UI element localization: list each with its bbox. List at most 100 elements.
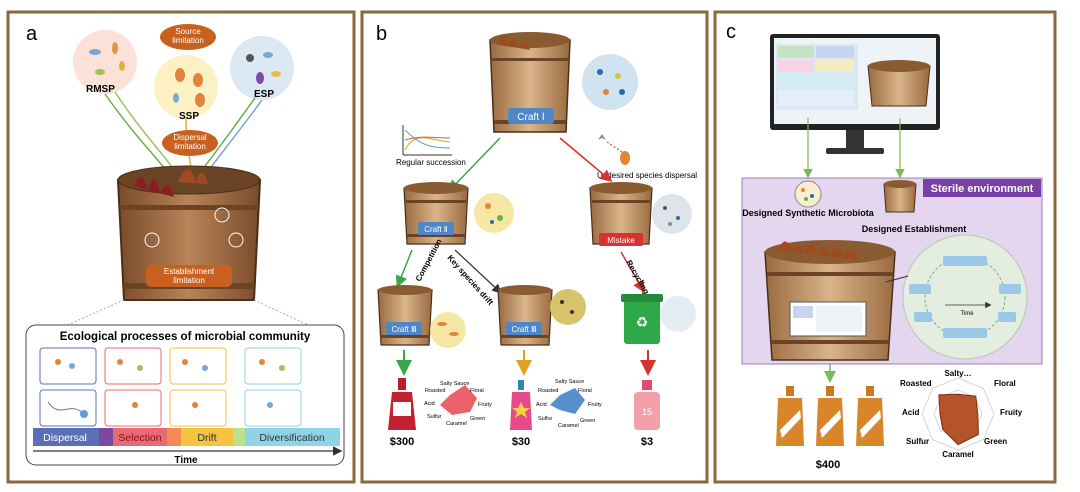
panel-b: b Craft Ⅰ Regular succession — [360, 10, 709, 484]
radar-c-label-7: Roasted — [900, 379, 932, 388]
radar-high: Salty Sauce Floral Fruity Green Caramel … — [424, 381, 492, 427]
bottles-c — [776, 386, 884, 446]
rmsp-circle — [73, 30, 137, 94]
craft2-label: Craft Ⅱ — [424, 225, 448, 234]
time-label-a: Time — [174, 455, 198, 466]
barrel-mistake — [589, 182, 653, 245]
radar-mid: Salty Sauce Floral Fruity Green Caramel … — [536, 379, 602, 429]
ssp-circle — [154, 55, 218, 119]
radar-c-grid-ring — [921, 377, 995, 451]
dispersal-limitation-badge — [162, 130, 218, 156]
craft1-microbe-dots — [597, 69, 625, 95]
sterile-environment-label: Sterile environment — [931, 183, 1034, 195]
craft3a-microbes — [430, 312, 466, 348]
radar-mid-label-5: Sulfur — [538, 416, 553, 422]
mistake-badge — [599, 233, 643, 246]
mistake-microbes — [652, 194, 692, 234]
community-control-circle — [902, 234, 1028, 360]
bottle-mid — [510, 380, 532, 430]
panel-b-letter: b — [376, 23, 387, 45]
craft3a-microbe-dots — [437, 322, 459, 336]
connector-to-control — [885, 275, 909, 283]
radar-c-label-3: Green — [984, 437, 1007, 446]
ssp-label: SSP — [179, 111, 199, 122]
control-time-label: Time — [960, 311, 974, 317]
craft3b-microbe-dots — [560, 300, 574, 314]
radar-high-label-2: Fruity — [478, 402, 492, 408]
community-title: Ecological processes of microbial commun… — [60, 331, 311, 343]
radar-high-label-4: Caramel — [446, 421, 467, 427]
designed-microbiota-label: Designed Synthetic Microbiota — [742, 208, 875, 218]
arrow-to-mistake — [559, 137, 613, 182]
radar-c-label-1: Floral — [994, 379, 1016, 388]
craft3a-badge — [386, 322, 422, 335]
craft2-badge — [418, 222, 454, 235]
sterile-environment-badge — [923, 179, 1041, 197]
mistake-label: Mistake — [607, 236, 635, 245]
craft3a-label: Craft Ⅲ — [391, 325, 416, 334]
craft2-microbe-dots — [485, 203, 503, 224]
recycling-bin: ♻ — [621, 294, 663, 344]
radar-high-label-1: Floral — [470, 388, 484, 394]
bar-label-dispersal: Dispersal — [43, 432, 87, 444]
barrel-c — [764, 240, 896, 361]
establishment-limitation-badge — [146, 265, 232, 287]
bottle-low: 15 — [634, 380, 660, 430]
radar-high-label-3: Green — [470, 416, 485, 422]
radar-mid-label-3: Green — [580, 418, 595, 424]
community-mini-panels — [39, 347, 302, 427]
price-c: $400 — [816, 459, 840, 471]
control-nodes — [909, 256, 1021, 338]
arrow-to-craft2 — [447, 137, 501, 193]
craft1-label: Craft Ⅰ — [517, 112, 544, 123]
radar-high-label-7: Roasted — [425, 388, 446, 394]
panel-c-letter: c — [726, 21, 736, 43]
radar-c — [921, 377, 995, 451]
radar-high-label-6: Acid — [424, 401, 435, 407]
designed-establishment-label: Designed Establishment — [862, 224, 967, 234]
rmsp-label: RMSP — [86, 84, 115, 95]
craft3b-badge — [506, 322, 542, 335]
svg-text:15: 15 — [642, 407, 652, 417]
small-barrel-c — [883, 180, 917, 213]
bar-label-drift: Drift — [197, 432, 216, 444]
microbiota-icon — [794, 180, 822, 208]
esp-label: ESP — [254, 89, 274, 100]
undesired-dispersal-label: Undesired species dispersal — [597, 171, 697, 180]
craft1-microbes — [582, 54, 638, 110]
arrow-competition — [395, 249, 413, 288]
radar-c-label-5: Sulfur — [906, 437, 929, 446]
radar-mid-label-4: Caramel — [558, 423, 579, 429]
succession-graph — [402, 125, 452, 156]
radar-c-area — [938, 393, 979, 446]
arrow-key-drift — [454, 249, 502, 294]
radar-mid-label-2: Fruity — [588, 402, 602, 408]
microbe-decorations — [89, 42, 281, 107]
bottle-high — [388, 378, 416, 430]
panel-c: c Sterile environment Designed Synthetic… — [713, 10, 1057, 484]
bar-label-diversification: Diversification — [259, 432, 325, 444]
bar-label-selection: Selection — [118, 432, 161, 444]
radar-high-label-0: Salty Sauce — [440, 381, 469, 387]
craft3b-label: Craft Ⅲ — [511, 325, 536, 334]
craft2-microbes — [474, 193, 514, 233]
source-limitation-badge — [160, 24, 216, 50]
recycling-microbes — [660, 296, 696, 332]
radar-high-label-5: Sulfur — [427, 414, 442, 420]
mistake-microbe-dots — [663, 206, 680, 226]
computer-monitor — [770, 34, 940, 154]
craft3b-microbes — [550, 289, 586, 325]
svg-text:♻: ♻ — [636, 314, 649, 330]
craft1-badge — [508, 108, 554, 124]
radar-c-label-4: Caramel — [942, 450, 974, 459]
barrel-craft3a — [377, 285, 433, 346]
process-bar — [33, 428, 340, 446]
panel-a-letter: a — [26, 23, 38, 45]
price-low: $3 — [641, 436, 653, 448]
radar-c-label-0: Salty… — [944, 369, 971, 378]
